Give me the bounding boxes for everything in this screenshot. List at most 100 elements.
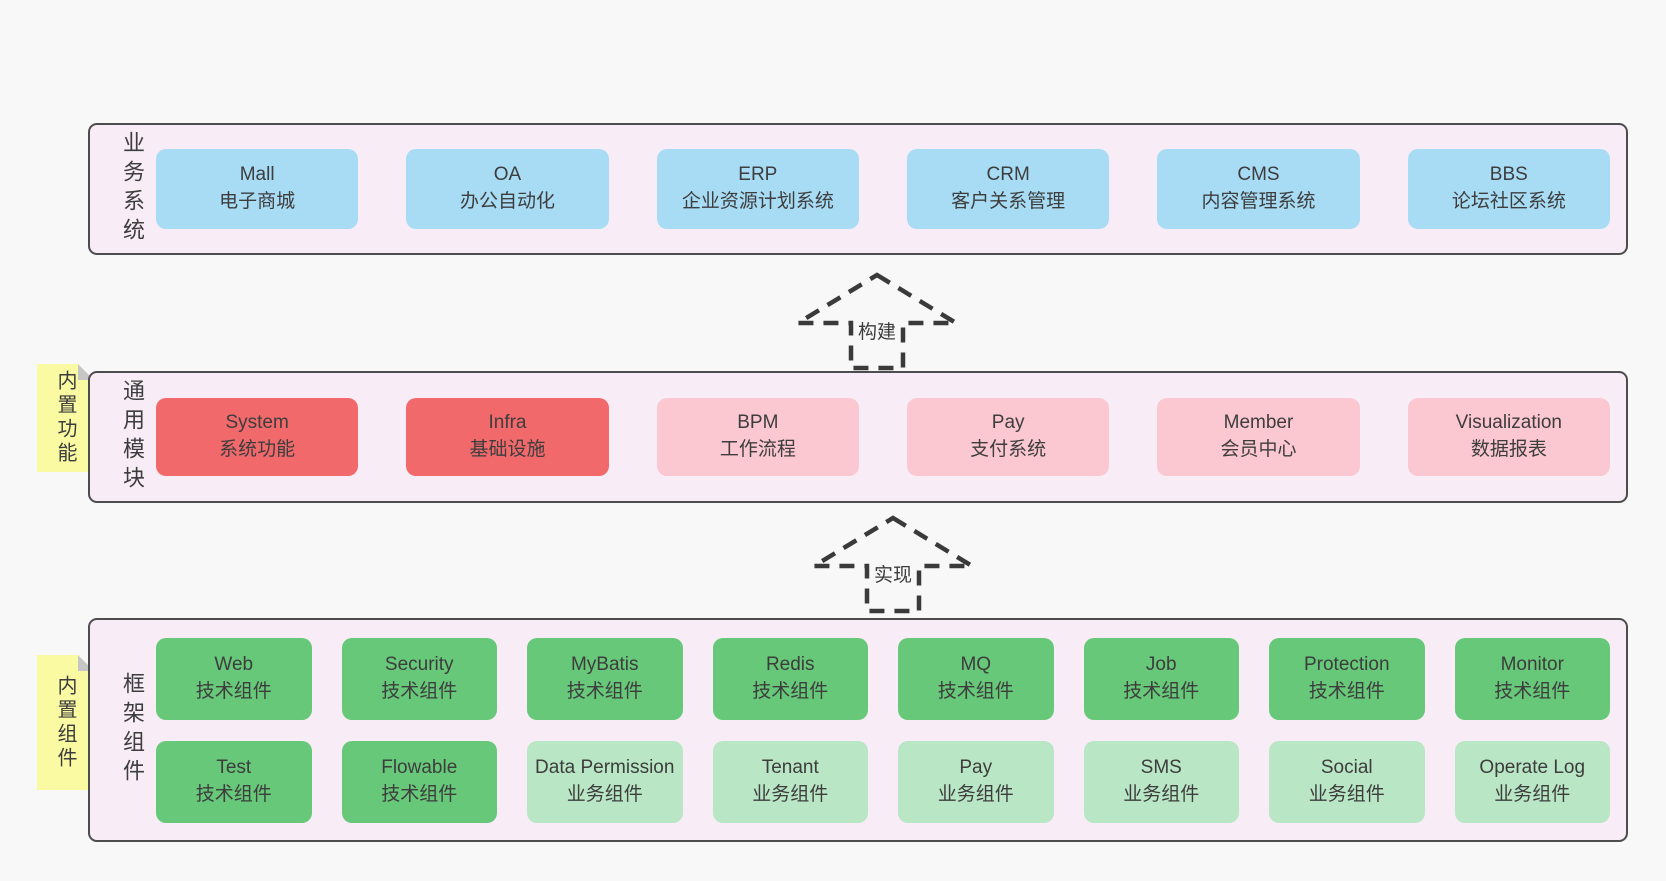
box-subtitle: 业务组件 [752, 783, 829, 805]
box-title: Protection [1303, 653, 1390, 675]
box-title: Web [214, 653, 254, 675]
box-subtitle: 内容管理系统 [1201, 191, 1316, 212]
box-title: Redis [765, 653, 815, 675]
box-subtitle: 技术组件 [752, 680, 829, 702]
box-subtitle: 技术组件 [381, 680, 458, 702]
box-subtitle: 系统功能 [219, 439, 296, 460]
box-subtitle: 技术组件 [1494, 680, 1571, 702]
module-box-flowable: Flowable 技术组件 [341, 740, 497, 823]
box-title: BBS [1489, 164, 1528, 186]
box-subtitle: 工作流程 [719, 439, 796, 460]
box-title: SMS [1140, 756, 1182, 778]
module-box-mq: MQ 技术组件 [898, 637, 1054, 720]
module-box-member: Member 会员中心 [1157, 398, 1360, 476]
box-title: Mall [239, 164, 275, 186]
box-title: MyBatis [570, 653, 639, 675]
dashed-up-arrow-icon [792, 272, 962, 371]
box-title: OA [493, 164, 522, 186]
module-box-protection: Protection 技术组件 [1269, 637, 1425, 720]
box-title: Operate Log [1479, 756, 1586, 778]
box-title: Flowable [381, 756, 458, 778]
sticky-note-label: 内置组件 [54, 674, 76, 771]
box-title: Visualization [1455, 412, 1562, 434]
box-subtitle: 数据报表 [1470, 439, 1547, 460]
box-subtitle: 办公自动化 [459, 191, 555, 212]
sticky-note-built-in-components: 内置组件 [37, 655, 94, 790]
box-subtitle: 业务组件 [566, 783, 643, 805]
box-subtitle: 客户关系管理 [951, 191, 1066, 212]
box-title: Monitor [1500, 653, 1564, 675]
module-box-mybatis: MyBatis 技术组件 [527, 637, 683, 720]
module-box-mall: Mall 电子商城 [156, 149, 359, 229]
box-title: Data Permission [535, 756, 675, 778]
box-subtitle: 技术组件 [381, 783, 458, 805]
box-subtitle: 技术组件 [937, 680, 1014, 702]
box-title: Security [384, 653, 454, 675]
box-subtitle: 技术组件 [566, 680, 643, 702]
module-box-monitor: Monitor 技术组件 [1454, 637, 1610, 720]
box-subtitle: 技术组件 [195, 680, 272, 702]
box-title: Pay [959, 756, 993, 778]
band-grid-business-systems: Mall 电子商城 OA 办公自动化 ERP 企业资源计划系统 CRM 客户关系管理 CMS 内容… [156, 149, 1610, 229]
box-subtitle: 技术组件 [195, 783, 272, 805]
box-subtitle: 基础设施 [469, 439, 546, 460]
box-title: ERP [738, 164, 778, 186]
module-box-pay: Pay 支付系统 [906, 398, 1110, 476]
module-box-infra: Infra 基础设施 [406, 398, 609, 476]
box-title: Pay [991, 412, 1025, 434]
module-box-redis: Redis 技术组件 [712, 637, 868, 720]
box-subtitle: 电子商城 [219, 191, 296, 212]
sticky-note-built-in-features: 内置功能 [37, 364, 94, 472]
box-subtitle: 业务组件 [937, 783, 1014, 805]
box-subtitle: 支付系统 [970, 439, 1047, 460]
box-title: System [225, 412, 289, 434]
box-subtitle: 业务组件 [1308, 783, 1385, 805]
box-subtitle: 技术组件 [1308, 680, 1385, 702]
box-title: Test [216, 756, 252, 778]
module-box-bbs: BBS 论坛社区系统 [1407, 149, 1610, 229]
band-label-framework-components: 框架组件 [120, 672, 145, 788]
box-title: CMS [1237, 164, 1280, 186]
module-box-web: Web 技术组件 [156, 637, 312, 720]
module-box-data-permission: Data Permission 业务组件 [527, 740, 683, 823]
module-box-crm: CRM 客户关系管理 [906, 149, 1110, 229]
arrow-build-label: 构建 [853, 316, 901, 345]
dashed-up-arrow-icon [808, 515, 978, 614]
module-box-test: Test 技术组件 [156, 740, 312, 823]
box-subtitle: 业务组件 [1123, 783, 1200, 805]
module-box-cms: CMS 内容管理系统 [1157, 149, 1360, 229]
module-box-oa: OA 办公自动化 [406, 149, 609, 229]
module-box-visualization: Visualization 数据报表 [1407, 398, 1610, 476]
band-label-common-modules: 通用模块 [120, 379, 145, 495]
module-box-erp: ERP 企业资源计划系统 [656, 149, 859, 229]
box-subtitle: 技术组件 [1123, 680, 1200, 702]
box-title: Infra [488, 412, 527, 434]
box-subtitle: 企业资源计划系统 [681, 191, 834, 212]
sticky-note-label: 内置功能 [54, 370, 76, 466]
module-box-sms: SMS 业务组件 [1083, 740, 1239, 823]
module-box-operate-log: Operate Log 业务组件 [1454, 740, 1610, 823]
box-title: Member [1223, 412, 1294, 434]
box-title: MQ [960, 653, 992, 675]
module-box-pay: Pay 业务组件 [898, 740, 1054, 823]
box-subtitle: 会员中心 [1220, 439, 1297, 460]
arrow-build: 构建 [792, 271, 962, 371]
box-title: Job [1145, 653, 1177, 675]
box-subtitle: 业务组件 [1494, 783, 1571, 805]
box-title: CRM [986, 164, 1030, 186]
box-title: Tenant [761, 756, 819, 778]
arrow-implement: 实现 [808, 514, 978, 614]
box-subtitle: 论坛社区系统 [1451, 191, 1566, 212]
module-box-tenant: Tenant 业务组件 [712, 740, 868, 823]
module-box-system: System 系统功能 [156, 398, 359, 476]
module-box-job: Job 技术组件 [1083, 637, 1239, 720]
arrow-implement-label: 实现 [869, 559, 917, 588]
